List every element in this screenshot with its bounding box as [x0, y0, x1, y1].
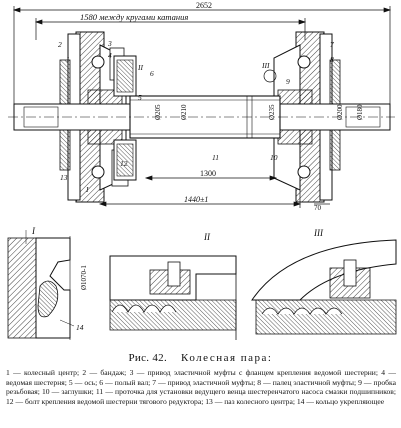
detail-II: II — [109, 232, 237, 340]
callout-1: 1 — [66, 55, 70, 64]
callout-4: 4 — [108, 51, 112, 60]
figure-title: Колесная пара: — [181, 352, 273, 364]
callout-11: 11 — [212, 153, 219, 162]
detail-II-title: II — [203, 232, 211, 242]
detail-III-title: III — [313, 228, 324, 238]
dim-inner-label: 1300 — [200, 169, 216, 178]
axle — [8, 95, 395, 139]
callout-8: 8 — [330, 55, 334, 64]
figure-number: Рис. 42. — [128, 352, 168, 364]
dia-journal-end: Ø180 — [356, 104, 364, 120]
figure-caption: Рис. 42. Колесная пара: — [0, 352, 401, 364]
dia-hub-right: Ø235 — [268, 104, 276, 120]
dia-journal-right: Ø200 — [336, 104, 344, 120]
callout-5: 5 — [138, 93, 142, 102]
dimension-rolling — [34, 18, 307, 40]
dim-flange-label: 70 — [314, 204, 322, 212]
callout-14: 14 — [76, 323, 84, 332]
dimension-wheel-spacing — [98, 190, 330, 208]
callout-12: 12 — [120, 159, 128, 168]
dim-spacing-label: 1440±1 — [184, 195, 208, 204]
dia-shaft-body: Ø205 — [154, 104, 162, 120]
dimension-overall — [12, 6, 392, 110]
dia-shaft-mid: Ø210 — [180, 104, 188, 120]
detail-I-title: I — [31, 226, 36, 236]
callout-2: 2 — [58, 40, 62, 49]
detail-I: I Ø1070-1 14 — [7, 226, 88, 340]
detail-III: III — [251, 228, 397, 335]
callout-10: 10 — [270, 153, 278, 162]
dimension-inner — [144, 175, 278, 181]
marker-III: III — [261, 61, 270, 70]
dim-rolling-label: 1580 между кругами катания — [80, 12, 188, 22]
callout-6: 6 — [150, 69, 154, 78]
driven-gear — [113, 55, 137, 181]
figure-legend: 1 — колесный центр; 2 — бандаж; 3 — прив… — [6, 368, 396, 406]
marker-II: II — [137, 63, 143, 72]
callout-3: 3 — [107, 39, 112, 48]
dim-overall-label: 2652 — [196, 1, 212, 10]
callouts: 2 1 3 4 5 6 7 8 9 10 11 12 13 — [58, 39, 334, 182]
roman-markers: I II III — [85, 61, 270, 194]
callout-13: 13 — [60, 173, 68, 182]
detail-I-dia: Ø1070-1 — [80, 265, 88, 290]
callout-9: 9 — [286, 77, 290, 86]
callout-7: 7 — [330, 40, 334, 49]
marker-I: I — [85, 185, 89, 194]
